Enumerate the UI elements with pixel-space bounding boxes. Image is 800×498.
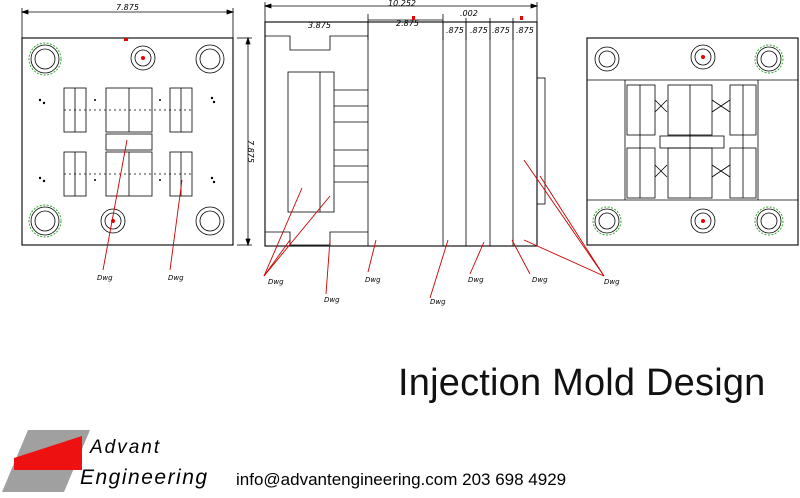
right-plate-view <box>586 37 799 246</box>
dim-d2: 2.875 <box>396 19 419 28</box>
company-logo-icon <box>2 430 90 492</box>
callout-label: Dwg <box>97 274 113 282</box>
company-name-line1: Advant <box>90 437 162 458</box>
callout-label: Dwg <box>168 274 184 282</box>
side-view-marks <box>412 16 523 20</box>
left-plate-markers <box>38 96 216 184</box>
callout-label: Dwg <box>430 298 446 306</box>
contact-info: info@advantengineering.com 203 698 4929 <box>236 470 567 489</box>
page-title: Injection Mold Design <box>398 362 766 404</box>
dim-d3: .002 <box>460 9 478 18</box>
left-plate-rings <box>28 42 62 238</box>
left-plate-view <box>20 8 252 247</box>
dim-d1: 3.875 <box>308 21 331 30</box>
dim-d6: .875 <box>492 26 510 35</box>
callout-label: Dwg <box>604 278 620 286</box>
right-plate-center-marks <box>701 55 705 223</box>
callout-label: Dwg <box>268 278 284 286</box>
company-name-line2: Engineering <box>80 466 209 489</box>
callout-label: Dwg <box>532 276 548 284</box>
dim-d5: .875 <box>470 26 488 35</box>
dim-total: 10.252 <box>388 0 416 8</box>
right-plate-rings <box>592 44 784 236</box>
dim-d4: .875 <box>446 26 464 35</box>
callout-label: Dwg <box>365 276 381 284</box>
callout-leaders <box>102 139 605 299</box>
side-view <box>263 2 546 247</box>
dim-left-height: 7.875 <box>246 140 255 163</box>
callout-label: Dwg <box>324 296 340 304</box>
dim-left-width: 7.875 <box>116 3 139 12</box>
callout-label: Dwg <box>468 276 484 284</box>
dim-d7: .875 <box>516 26 534 35</box>
